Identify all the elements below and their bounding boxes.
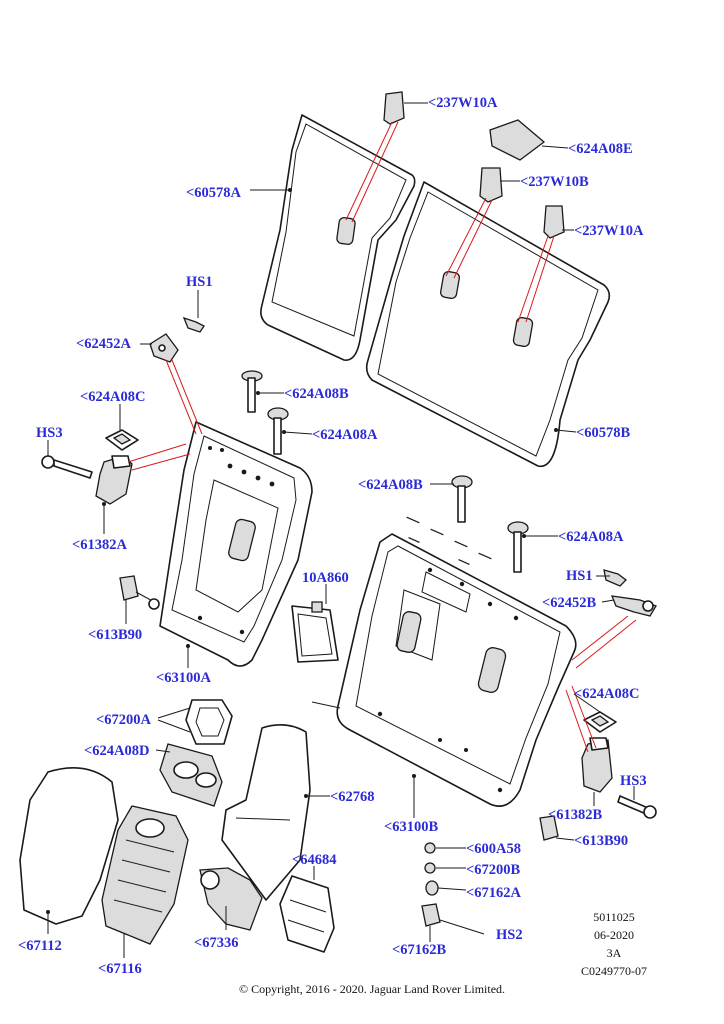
pin-624A08A-right <box>507 521 529 573</box>
callout-624A08B-right: <624A08B <box>358 477 423 493</box>
callout-HS2: HS2 <box>496 927 523 943</box>
seat-back-frame-63100B <box>311 533 577 807</box>
callout-624A08A-left: <624A08A <box>312 427 378 443</box>
callout-labels: <237W10A <624A08E <237W10B <237W10A <605… <box>18 95 647 977</box>
callout-67200A: <67200A <box>96 712 152 728</box>
callout-HS1-right: HS1 <box>566 568 593 584</box>
fastener-67200B <box>424 862 436 874</box>
callout-60578A: <60578A <box>186 185 242 201</box>
pin-624A08B-right <box>451 475 473 523</box>
callout-62452B: <62452B <box>542 595 597 611</box>
pin-624A08A-left <box>267 407 289 455</box>
bracket-10A860 <box>291 601 339 663</box>
plate-64684 <box>279 875 335 953</box>
callout-624A08B-left: <624A08B <box>284 386 349 402</box>
callout-61382A: <61382A <box>72 537 128 553</box>
release-613B90-left <box>119 575 160 610</box>
bolt-HS3-right <box>617 795 657 819</box>
alignment-dashes <box>406 516 492 565</box>
doc-revision: 3A <box>607 946 622 960</box>
clip-67200A <box>185 699 233 745</box>
armrest-pad-67112 <box>19 766 119 925</box>
headrest-guide-237W10B <box>479 167 503 203</box>
seat-back-panel-60578B <box>365 181 611 467</box>
callout-60578B: <60578B <box>576 425 631 441</box>
callout-64684: <64684 <box>292 852 337 868</box>
fastener-67162B <box>421 903 441 927</box>
callout-624A08E: <624A08E <box>568 141 633 157</box>
armrest-cover-62768 <box>221 724 311 901</box>
callout-HS1-left: HS1 <box>186 274 213 290</box>
seat-back-panel-60578A <box>260 114 416 361</box>
callout-67336: <67336 <box>194 935 239 951</box>
plate-624A08C-right <box>583 711 617 733</box>
headrest-guide-237W10A-right <box>543 205 565 239</box>
callout-237W10A-top: <237W10A <box>428 95 498 111</box>
screw-HS1-left <box>182 316 205 333</box>
callout-67116: <67116 <box>98 961 142 977</box>
pin-624A08B-left <box>241 370 263 413</box>
fastener-67162A <box>425 880 439 896</box>
callout-67162A: <67162A <box>466 885 522 901</box>
hinge-62452B <box>610 595 657 617</box>
latch-61382A <box>95 455 133 505</box>
illustration-id: C0249770-07 <box>581 964 647 978</box>
headrest-guide-237W10A-top <box>383 91 405 125</box>
doc-number: 5011025 <box>593 910 635 924</box>
callout-237W10B: <237W10B <box>520 174 589 190</box>
callout-67112: <67112 <box>18 938 62 954</box>
leader-lines <box>46 102 635 958</box>
plate-624A08C-left <box>105 429 139 451</box>
callout-62768: <62768 <box>330 789 375 805</box>
doc-date: 06-2020 <box>594 928 634 942</box>
callout-63100B: <63100B <box>384 819 439 835</box>
hinge-62452A <box>149 333 179 363</box>
callout-613B90-right: <613B90 <box>574 833 628 849</box>
callout-HS3-left: HS3 <box>36 425 63 441</box>
screw-HS2 <box>439 919 485 935</box>
hinge-mechanism-67336 <box>199 867 263 931</box>
release-613B90-right <box>539 815 559 841</box>
callout-624A08C-right: <624A08C <box>574 686 639 702</box>
callout-10A860: 10A860 <box>302 570 349 586</box>
callout-61382B: <61382B <box>548 807 603 823</box>
callout-67200B: <67200B <box>466 862 521 878</box>
callout-62452A: <62452A <box>76 336 132 352</box>
latch-61382B <box>581 737 613 793</box>
callout-HS3-right: HS3 <box>620 773 647 789</box>
callout-63100A: <63100A <box>156 670 212 686</box>
callout-624A08D: <624A08D <box>84 743 149 759</box>
fastener-600A58 <box>424 842 436 854</box>
screw-HS1-right <box>603 569 627 587</box>
copyright-footer: © Copyright, 2016 - 2020. Jaguar Land Ro… <box>239 982 505 996</box>
document-meta: 5011025 06-2020 3A C0249770-07 <box>581 910 647 978</box>
callout-624A08C-left: <624A08C <box>80 389 145 405</box>
callout-624A08A-right: <624A08A <box>558 529 624 545</box>
armrest-frame-67116 <box>101 805 189 945</box>
callout-600A58: <600A58 <box>466 841 521 857</box>
callout-237W10A-right: <237W10A <box>574 223 644 239</box>
seat-back-frame-63100A <box>159 421 313 667</box>
cupholder-624A08D <box>159 743 223 807</box>
armrest-bracket-624A08E <box>489 119 546 161</box>
callout-67162B: <67162B <box>392 942 447 958</box>
bolt-HS3-left <box>41 455 93 479</box>
callout-613B90-left: <613B90 <box>88 627 142 643</box>
